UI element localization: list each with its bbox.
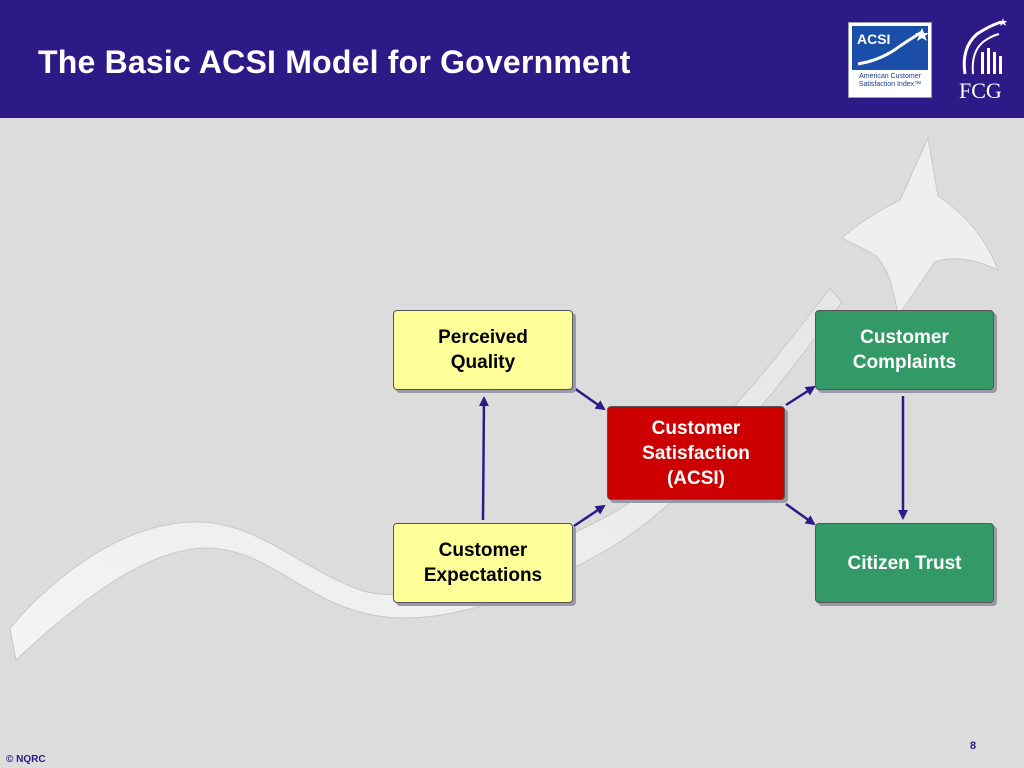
node-customer-expectations: Customer Expectations (393, 523, 573, 603)
arrow-expectations-to-quality (478, 396, 489, 521)
node-perceived-quality: Perceived Quality (393, 310, 573, 390)
copyright-text: © NQRC (6, 754, 46, 765)
swoosh-star (841, 136, 999, 318)
acsi-logo-panel (852, 26, 928, 70)
arrow-satisfaction-to-trust (785, 502, 816, 526)
acsi-logo-text: ACSI (857, 31, 891, 47)
arrow-satisfaction-to-complaints (785, 385, 816, 407)
acsi-logo: ACSI American Customer Satisfaction Inde… (848, 22, 932, 98)
node-customer-satisfaction: Customer Satisfaction (ACSI) (607, 406, 785, 500)
fcg-logo-text: FCG (959, 78, 1002, 103)
node-customer-complaints: Customer Complaints (815, 310, 994, 390)
page-number: 8 (970, 740, 977, 752)
node-citizen-trust: Citizen Trust (815, 523, 994, 603)
acsi-logo-subtitle: American Customer Satisfaction Index™ (858, 73, 922, 88)
slide-title: The Basic ACSI Model for Government (38, 44, 631, 80)
fcg-logo: FCG (955, 18, 1011, 104)
arrow-quality-to-satisfaction (573, 386, 606, 411)
arrow-expectations-to-satisfaction (573, 504, 606, 528)
acsi-swoosh-icon (857, 28, 928, 66)
fcg-building-icon (962, 18, 1007, 75)
title-bar: The Basic ACSI Model for Government ACSI… (0, 0, 1024, 118)
